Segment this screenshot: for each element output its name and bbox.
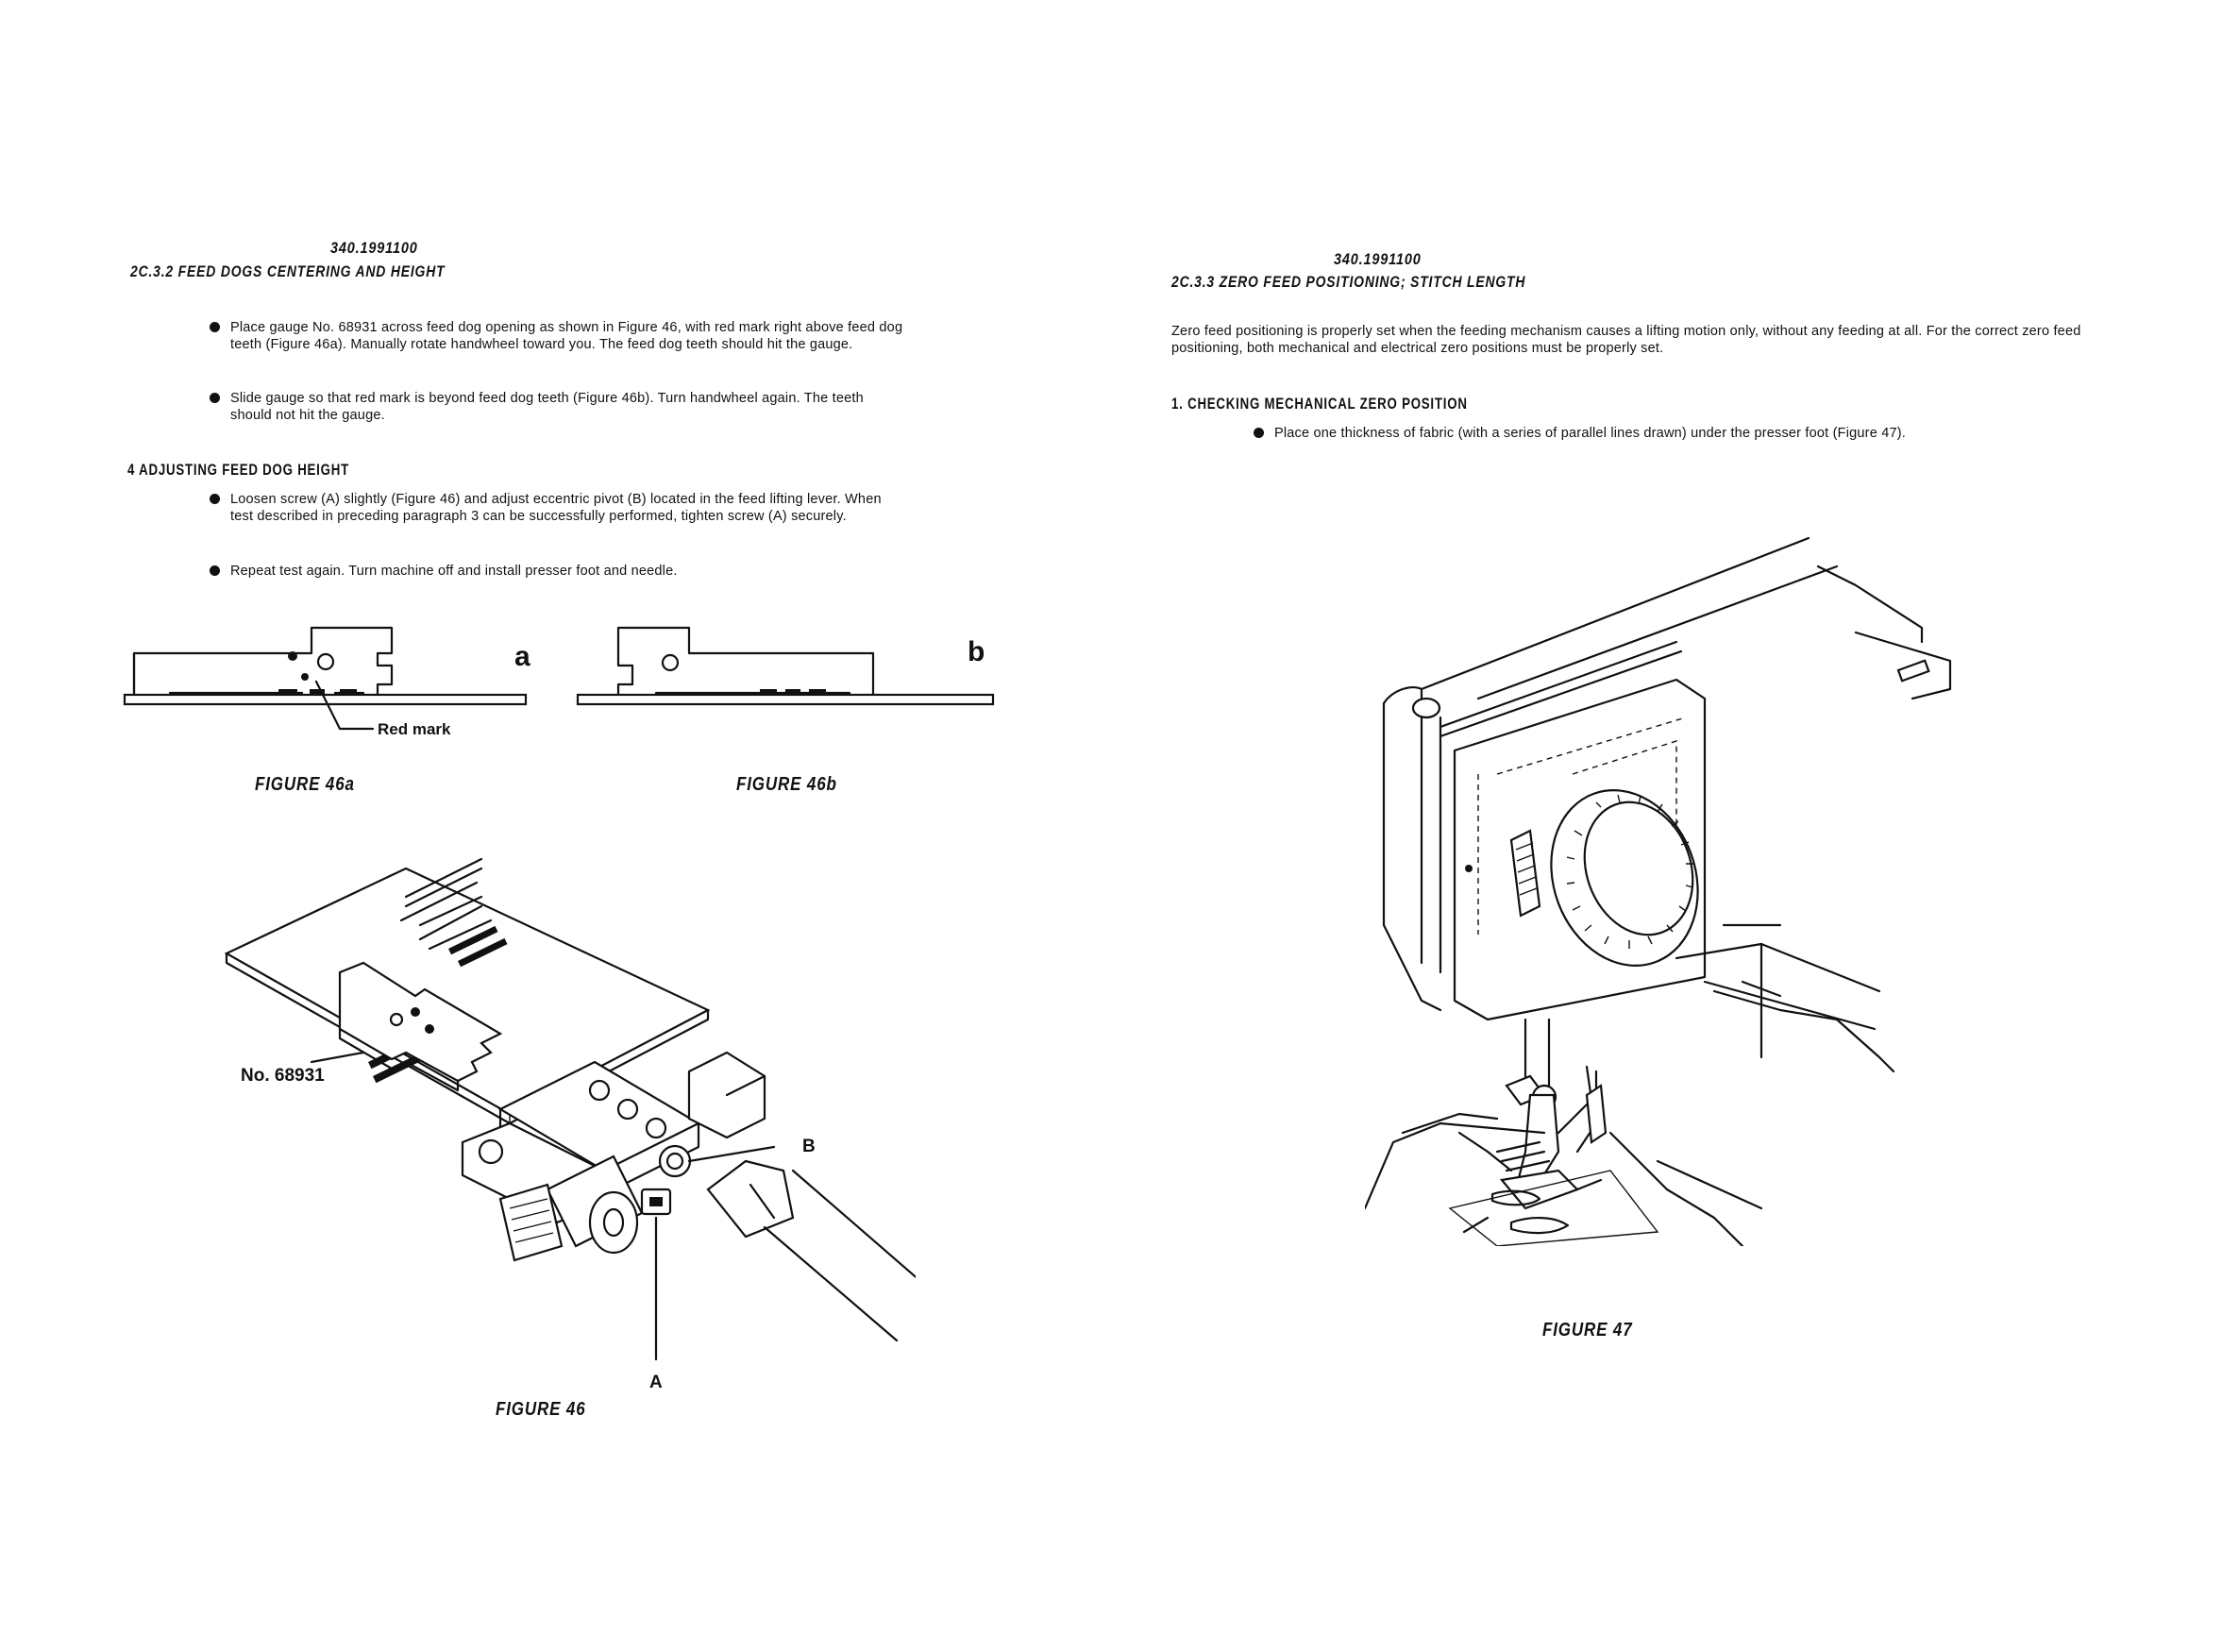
bullet-dot-icon	[210, 494, 220, 504]
bullet-text: Loosen screw (A) slightly (Figure 46) an…	[230, 492, 882, 524]
left-page: 340.1991100 2C.3.2 FEED DOGS CENTERING A…	[123, 239, 995, 1420]
right-page: 340.1991100 2C.3.3 ZERO FEED POSITIONING…	[1120, 0, 2239, 1652]
subsection-title: 4 ADJUSTING FEED DOG HEIGHT	[127, 461, 349, 479]
figure-46-caption: FIGURE 46	[496, 1399, 586, 1420]
section-title: 2C.3.2 FEED DOGS CENTERING AND HEIGHT	[130, 262, 446, 280]
document-id: 340.1991100	[1334, 250, 1422, 268]
bullet-dot-icon	[210, 393, 220, 403]
intro-paragraph: Zero feed positioning is properly set wh…	[1171, 324, 2081, 356]
bullet-text: Place gauge No. 68931 across feed dog op…	[230, 320, 903, 352]
figure-46b-caption: FIGURE 46b	[736, 774, 837, 795]
figure-46a-caption: FIGURE 46a	[255, 774, 355, 795]
section-title: 2C.3.3 ZERO FEED POSITIONING; STITCH LEN…	[1171, 273, 1526, 291]
bullet-text: Slide gauge so that red mark is beyond f…	[230, 391, 864, 423]
figure-46a-diagram: a Red mark	[123, 626, 530, 738]
label-b: B	[802, 1137, 816, 1156]
figure-46-diagram: No. 68931 B A	[224, 857, 916, 1388]
figure-47-diagram	[1365, 536, 1952, 1246]
bullet-dot-icon	[210, 565, 220, 576]
label-a: A	[649, 1373, 663, 1388]
bullet-repeat-test: Repeat test again. Turn machine off and …	[210, 563, 908, 580]
bullet-text: Repeat test again. Turn machine off and …	[230, 564, 678, 579]
figure-46a-letter: a	[514, 641, 530, 672]
document-id: 340.1991100	[330, 239, 418, 257]
figure-46b-diagram: b	[576, 626, 995, 706]
bullet-dot-icon	[210, 322, 220, 332]
bullet-slide-gauge: Slide gauge so that red mark is beyond f…	[210, 390, 908, 424]
bullet-dot-icon	[1254, 428, 1264, 438]
red-mark-callout: Red mark	[378, 720, 451, 738]
bullet-place-gauge: Place gauge No. 68931 across feed dog op…	[210, 319, 908, 353]
figure-46b-letter: b	[968, 636, 985, 667]
subsection-title: 1. CHECKING MECHANICAL ZERO POSITION	[1171, 395, 1468, 413]
bullet-text: Place one thickness of fabric (with a se…	[1274, 426, 1906, 441]
gauge-number-label: No. 68931	[241, 1066, 325, 1086]
figure-47-caption: FIGURE 47	[1542, 1320, 1633, 1340]
bullet-loosen-screw: Loosen screw (A) slightly (Figure 46) an…	[210, 491, 908, 525]
bullet-place-fabric: Place one thickness of fabric (with a se…	[1254, 425, 2028, 442]
